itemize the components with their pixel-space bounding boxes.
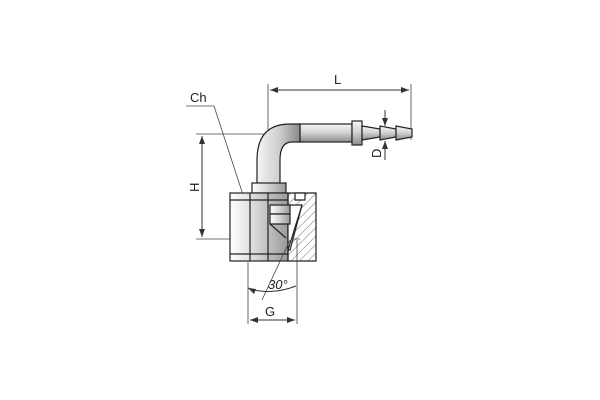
label-ch: Ch [190,90,207,105]
label-l: L [334,72,341,87]
hose-barb [299,120,413,146]
label-g: G [265,304,275,319]
angle-dimension: 30° [247,239,298,324]
label-h: H [187,183,202,192]
label-d: D [369,149,384,158]
label-angle: 30° [268,277,288,292]
dimension-d: D [369,110,388,160]
elbow-bend [256,123,301,185]
swivel-nut [229,192,317,262]
elbow-collar [251,182,287,194]
dimension-g: G [247,262,295,324]
